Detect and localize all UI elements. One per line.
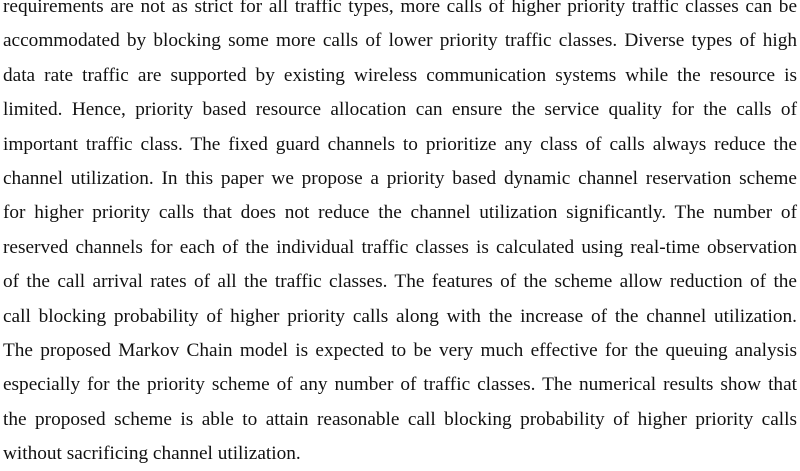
text-line: of the call arrival rates of all the tra…	[3, 271, 797, 292]
text-line: The proposed Markov Chain model is expec…	[3, 340, 797, 361]
text-line: for higher priority calls that does not …	[3, 202, 797, 223]
text-line: without sacrificing channel utilization.	[3, 443, 301, 464]
text-line: important traffic class. The fixed guard…	[3, 134, 797, 155]
text-line: call blocking probability of higher prio…	[3, 306, 797, 327]
text-line: especially for the priority scheme of an…	[3, 374, 797, 395]
text-line: accommodated by blocking some more calls…	[3, 30, 797, 51]
text-line: data rate traffic are supported by exist…	[3, 65, 797, 86]
text-line: limited. Hence, priority based resource …	[3, 99, 797, 120]
text-line: requirements are not as strict for all t…	[3, 0, 797, 17]
text-line: channel utilization. In this paper we pr…	[3, 168, 797, 189]
text-line: reserved channels for each of the indivi…	[3, 237, 797, 258]
text-line: the proposed scheme is able to attain re…	[3, 409, 797, 430]
